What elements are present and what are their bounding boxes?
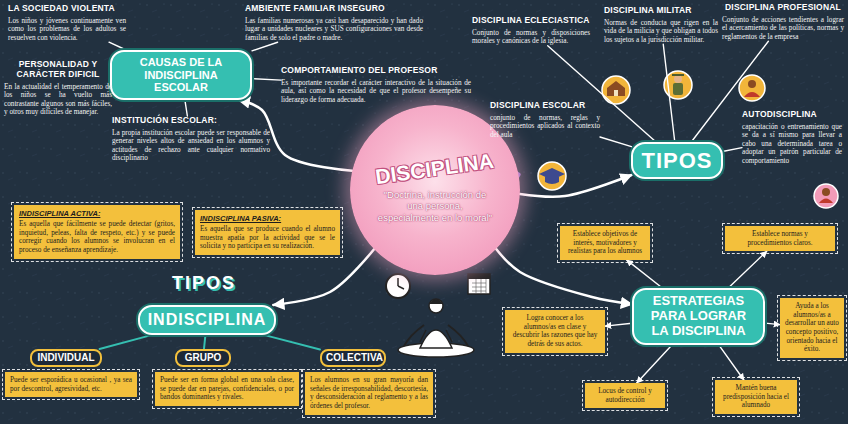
- box-text: INDIVIDUAL: [36, 352, 96, 364]
- body-text: Conjunto de normas y disposiciones moral…: [472, 29, 590, 46]
- note-box: Logra conocer a los alumnos/as en clase …: [505, 310, 605, 353]
- topic-box: INDISCIPLINA: [138, 305, 277, 335]
- box-text: Logra conocer a los alumnos/as en clase …: [510, 314, 600, 349]
- heading-block: AMBIENTE FAMILIAR INSEGURO Las familias n…: [245, 4, 423, 42]
- heading-block: COMPORTAMIENTO DEL PROFESOR Es importante…: [281, 66, 471, 104]
- note-box: Mantén buena predisposición hacia el alu…: [715, 380, 797, 414]
- body-text: La propia institución escolar puede ser …: [112, 129, 270, 163]
- heading-block: AUTODISCIPLINA capacitación o entrenamien…: [742, 110, 842, 165]
- box-text: INDISCIPLINA: [148, 311, 267, 329]
- heading-block: DISCIPLINA MILITAR Normas de conducta que…: [604, 6, 718, 44]
- note-box: Puede ser en forma global en una sola cl…: [155, 372, 299, 406]
- body-text: Los niños y jóvenes continuamente ven co…: [8, 17, 126, 42]
- heading: DISCIPLINA ECLECIASTICA: [472, 16, 590, 26]
- category-tag: COLECTIVA: [320, 349, 386, 367]
- note-box: Establece objetivos de interés, motivado…: [560, 226, 650, 260]
- heading: COMPORTAMIENTO DEL PROFESOR: [281, 66, 471, 76]
- connector: [273, 249, 374, 305]
- body-text: En la actualidad el temperamento de los …: [4, 83, 112, 117]
- topic-box: CAUSAS DE LA INDISCIPLINA ESCOLAR: [110, 50, 252, 100]
- box-text: Puede ser en forma global en una sola cl…: [160, 376, 294, 402]
- box-text: Locus de control y autodirección: [590, 387, 660, 404]
- heading-block: INSTITUCIÓN ESCOLAR: La propia institució…: [112, 116, 270, 163]
- body-text: Las familias numerosas ya casi han desap…: [245, 17, 423, 42]
- connector: [266, 335, 320, 349]
- box-text: Establece objetivos de interés, motivado…: [565, 230, 645, 256]
- connector: [723, 148, 743, 152]
- connector: [765, 323, 780, 325]
- heading-block: PERSONALIDAD Y CARÁCTER DIFICIL En la act…: [4, 60, 112, 116]
- box-text: ESTRATEGIAS PARA LOGRAR LA DISCIPLINA: [642, 294, 755, 339]
- heading: AMBIENTE FAMILIAR INSEGURO: [245, 4, 423, 14]
- box-text: Establece normas y procedimientos claros…: [730, 230, 830, 247]
- note-box: Puede ser esporádica u ocasional , ya se…: [5, 372, 137, 397]
- note-box: INDISCIPLINA PASIVA: Es aquella que se pr…: [195, 210, 340, 255]
- box-text: COLECTIVA: [326, 352, 380, 364]
- heading: DISCIPLINA PROFESIONAL: [722, 3, 844, 13]
- heading: DISCIPLINA ESCOLAR: [490, 101, 600, 111]
- category-tag: GRUPO: [175, 349, 231, 367]
- body-text: Es aquella que fácilmente se puede detec…: [19, 220, 175, 255]
- body-text: conjunto de normas, reglas y procedimien…: [490, 114, 600, 139]
- topic-box: TIPOS: [631, 142, 722, 179]
- connector: [637, 345, 672, 383]
- heading-block: LA SOCIEDAD VIOLENTA Los niños y jóvenes …: [8, 4, 126, 42]
- category-tag: INDIVIDUAL: [30, 349, 102, 367]
- heading-block: DISCIPLINA ESCOLAR conjunto de normas, re…: [490, 101, 600, 139]
- heading-block: DISCIPLINA PROFESIONAL Conjunto de accion…: [722, 3, 844, 41]
- central-circle: DISCIPLINA"Doctrina, instrucción de una …: [350, 105, 520, 275]
- connector: [605, 323, 632, 326]
- meditating-person: [398, 299, 474, 357]
- church-icon: [602, 76, 630, 104]
- connector: [520, 175, 632, 197]
- connector: [728, 251, 766, 288]
- note-box: Locus de control y autodirección: [585, 383, 665, 408]
- heading: INDISCIPLINA ACTIVA:: [19, 209, 175, 218]
- section-label: TIPOS: [172, 273, 236, 294]
- body-text: Conjunto de acciones tendientes a lograr…: [722, 16, 844, 41]
- graduation-cap-icon: [538, 162, 566, 190]
- box-text: Los alumnos en su gran mayoría dan señal…: [310, 376, 428, 411]
- connector: [627, 260, 663, 288]
- heading: LA SOCIEDAD VIOLENTA: [8, 4, 126, 14]
- self-discipline-icon: [814, 184, 838, 208]
- connector: [252, 79, 281, 81]
- heading: PERSONALIDAD Y CARÁCTER DIFICIL: [4, 60, 112, 80]
- connector: [204, 335, 205, 349]
- connector: [600, 137, 631, 147]
- box-text: Mantén buena predisposición hacia el alu…: [720, 384, 792, 410]
- heading: AUTODISCIPLINA: [742, 110, 842, 120]
- heading-block: DISCIPLINA ECLECIASTICA Conjunto de norma…: [472, 16, 590, 46]
- body-text: capacitación o entrenamiento que se da a…: [742, 123, 842, 165]
- connector: [719, 345, 744, 380]
- definition-quote: "Doctrina, instrucción de una persona, e…: [376, 189, 494, 223]
- note-box: Establece normas y procedimientos claros…: [725, 226, 835, 251]
- note-box: INDISCIPLINA ACTIVA: Es aquella que fácil…: [14, 205, 180, 259]
- main-title: DISCIPLINA: [374, 149, 495, 189]
- box-text: Ayuda a los alumnos/as a desarrollar un …: [785, 302, 839, 354]
- heading: INDISCIPLINA PASIVA:: [200, 214, 335, 223]
- clock-icon: [386, 274, 410, 298]
- body-text: Normas de conducta que rigen en la vida …: [604, 19, 718, 44]
- calendar-icon: [468, 274, 490, 294]
- box-text: GRUPO: [181, 352, 225, 364]
- body-text: Es importante recordar el carácter inter…: [281, 79, 471, 104]
- connector: [663, 44, 675, 142]
- connector: [109, 42, 126, 50]
- connector: [252, 42, 278, 51]
- box-text: Puede ser esporádica u ocasional , ya se…: [10, 376, 132, 393]
- heading: DISCIPLINA MILITAR: [604, 6, 718, 16]
- topic-box: ESTRATEGIAS PARA LOGRAR LA DISCIPLINA: [632, 288, 765, 345]
- heading: INSTITUCIÓN ESCOLAR:: [112, 116, 270, 126]
- note-box: Los alumnos en su gran mayoría dan señal…: [305, 372, 433, 415]
- body-text: Es aquella que se produce cuando el alum…: [200, 225, 335, 251]
- box-text: TIPOS: [641, 148, 712, 173]
- connector: [100, 335, 151, 349]
- professional-icon: [739, 75, 765, 101]
- connector: [185, 100, 187, 116]
- box-text: CAUSAS DE LA INDISCIPLINA ESCOLAR: [120, 56, 242, 94]
- note-box: Ayuda a los alumnos/as a desarrollar un …: [780, 298, 844, 358]
